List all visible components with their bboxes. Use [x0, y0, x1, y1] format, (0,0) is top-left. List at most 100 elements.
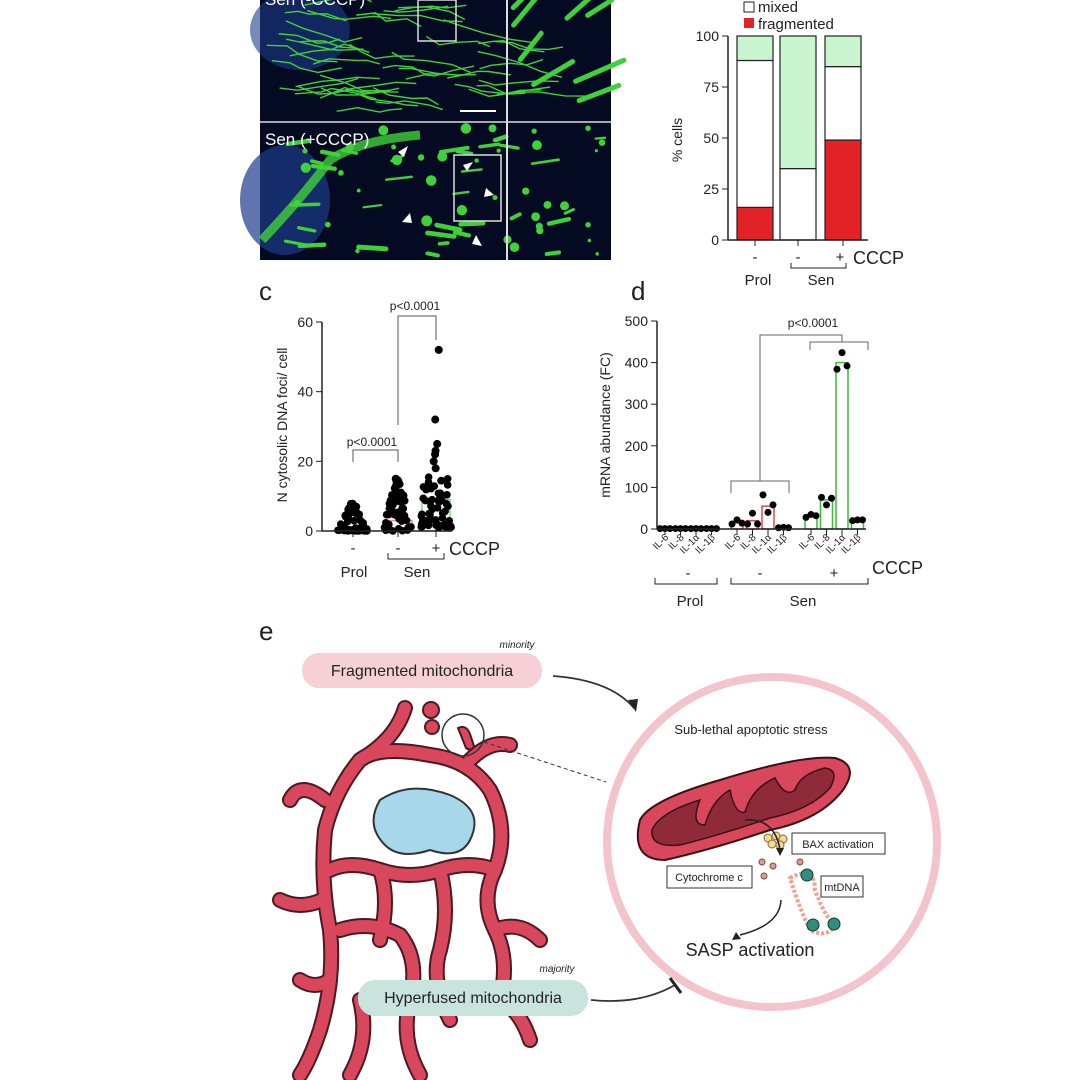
mitochondrion-fragment	[563, 208, 575, 215]
bar-hyperfused	[779, 35, 817, 170]
mitochondrion-fragment	[452, 230, 472, 238]
minority-label: minority	[499, 640, 535, 651]
mitochondrion-filament	[511, 0, 538, 28]
mitochondrion-filament	[585, 0, 615, 18]
group-label-prol: Prol	[745, 272, 772, 289]
x-tick-label: +	[432, 540, 441, 557]
perinuclear-mitochondria	[258, 130, 421, 244]
data-point	[812, 512, 820, 520]
mitochondrion-filament	[479, 58, 544, 70]
dna-binding-protein-icons	[800, 868, 841, 932]
data-point	[385, 510, 393, 519]
mitochondrion-fragment	[478, 142, 501, 149]
mitochondrion-fragment	[437, 151, 448, 162]
arrowhead-icon	[776, 848, 784, 856]
bar-hyperfused	[824, 35, 862, 68]
mitochondrion-fragment	[531, 128, 537, 134]
fragmented-pill	[302, 653, 542, 688]
mitochondrion-filament	[496, 91, 591, 97]
mitochondrion-fragment	[438, 145, 470, 154]
mitochondrion-fragment	[598, 139, 606, 146]
zoom-box-top	[417, 0, 457, 42]
data-point	[418, 516, 427, 524]
mitochondrion-fragment	[585, 125, 591, 131]
mitochondrion-filament	[356, 92, 419, 107]
micrograph-label-bottom: Sen (+CCCP)	[265, 130, 369, 149]
mitochondrion-fragment	[595, 252, 599, 256]
data-point	[443, 491, 451, 499]
panel-label-d: d	[631, 276, 645, 306]
mitochondrion-fragment	[585, 222, 591, 228]
arrowhead-icon	[472, 235, 482, 246]
mitochondrion-filament	[517, 30, 544, 62]
data-point	[764, 508, 772, 516]
sasp-label: SASP activation	[686, 940, 815, 960]
mitochondrion-fragment	[460, 123, 472, 134]
group-label-prol: Prol	[341, 564, 368, 581]
mitochondrion-filament	[564, 0, 592, 21]
data-point	[386, 496, 395, 505]
mitochondrion-filament	[510, 0, 525, 11]
data-point	[419, 494, 428, 503]
mitochondrion-fragment	[338, 169, 344, 176]
mitochondrion-filament	[443, 19, 534, 44]
mitochondrion-fragment	[310, 159, 324, 166]
data-point	[828, 494, 835, 502]
mitochondrion-fragment	[456, 204, 468, 216]
zoom-box-bottom	[453, 154, 502, 222]
p-value-label: p<0.0001	[347, 435, 398, 449]
mitochondrion-fragment	[546, 216, 572, 226]
mitochondrion-tubule	[334, 920, 426, 1080]
data-point	[838, 349, 846, 357]
data-point	[399, 504, 408, 513]
data-point	[392, 478, 401, 487]
mitochondrion-filament	[405, 65, 475, 80]
mitochondrion-filament	[300, 40, 359, 50]
data-point	[425, 509, 433, 518]
mitochondrion-tubule	[294, 974, 336, 991]
mitochondrion-tubule	[284, 784, 331, 806]
mitochondrion-filament	[285, 20, 363, 43]
mitochondrion-fragment	[496, 148, 501, 153]
data-point	[443, 481, 452, 489]
y-tick-label: 0	[711, 232, 719, 248]
mitochondrion-fragment	[300, 162, 311, 173]
data-point	[738, 519, 746, 527]
data-point	[438, 509, 447, 517]
y-tick-label: 0	[305, 523, 313, 539]
mitochondrion-fragment	[492, 195, 498, 201]
mitochondrion-filament	[454, 83, 526, 95]
data-point	[358, 518, 366, 527]
mitochondrion-fragment	[297, 242, 327, 249]
mitochondrion-filament	[478, 79, 559, 86]
group-label-sen: Sen	[790, 593, 817, 610]
y-tick-label: 100	[696, 28, 720, 44]
y-tick-label: 75	[703, 79, 719, 95]
data-point	[396, 488, 405, 497]
y-tick-label: 60	[297, 314, 313, 330]
mitochondrion-fragment	[488, 124, 497, 133]
inhibition-bar-icon	[668, 977, 683, 994]
mitochondrion-fragment	[509, 242, 520, 253]
mitochondrion-filament	[278, 33, 341, 44]
data-point	[754, 520, 761, 528]
data-point	[749, 509, 756, 517]
mitochondrion-filament	[394, 4, 467, 12]
nucleus-stain-top	[250, 0, 350, 70]
data-point	[443, 475, 452, 483]
mitochondrion-tubule	[344, 994, 370, 1080]
y-tick-label: 500	[625, 313, 649, 329]
sen-bracket	[790, 263, 847, 269]
mitochondrion-fragment	[385, 175, 413, 181]
arrowhead-markers	[398, 146, 494, 246]
data-point	[854, 516, 861, 524]
mitochondrion-filament	[573, 57, 627, 84]
mitochondrion-filament	[375, 100, 443, 111]
y-tick-label: 200	[625, 438, 649, 454]
mitochondrion-tubule	[374, 864, 391, 946]
mitochondrion-filament	[296, 85, 376, 95]
mitochondrion-fragment	[421, 215, 433, 227]
mitochondrion-filament	[356, 12, 422, 28]
mitochondrion-filament	[383, 5, 449, 13]
